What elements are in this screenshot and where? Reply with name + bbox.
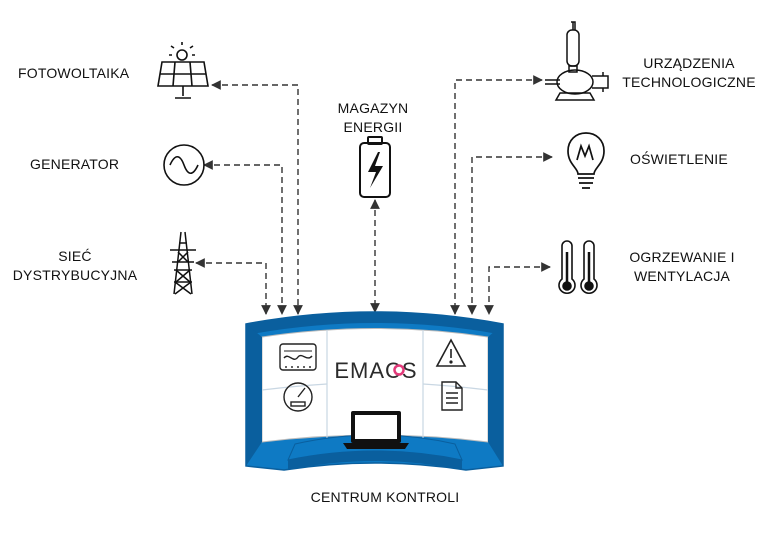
- label-fotowoltaika: FOTOWOLTAIKA: [18, 65, 130, 81]
- light-bulb-icon: [567, 132, 605, 189]
- label-siec-line1: SIEĆ: [58, 248, 92, 264]
- connector-grid: [195, 258, 271, 315]
- label-ogrzewanie-wentylacja: OGRZEWANIE I WENTYLACJA: [622, 248, 742, 286]
- connector-tech: [450, 75, 543, 315]
- warning-icon: [435, 338, 467, 367]
- label-urzadzenia-line1: URZĄDZENIA: [643, 55, 735, 71]
- connector-pv: [211, 80, 303, 315]
- label-urzadzenia-line2: TECHNOLOGICZNE: [622, 74, 756, 90]
- label-magazyn-line2: ENERGII: [343, 119, 403, 135]
- connector-generator: [203, 160, 287, 315]
- transmission-tower-icon: [170, 231, 196, 295]
- pump-equipment-icon: [545, 21, 609, 101]
- solar-panel-icon: [157, 42, 209, 99]
- connector-hvac: [484, 262, 551, 315]
- label-ogrzewanie-line1: OGRZEWANIE I: [629, 249, 735, 265]
- battery-icon: [359, 136, 391, 198]
- label-magazyn-energii: MAGAZYN ENERGII: [318, 99, 428, 137]
- control-center-console: EMACS: [245, 311, 504, 471]
- label-ogrzewanie-line2: WENTYLACJA: [633, 268, 731, 284]
- thermometers-icon: [558, 240, 598, 294]
- laptop-icon: [343, 411, 409, 449]
- label-centrum-kontroli: CENTRUM KONTROLI: [310, 489, 460, 505]
- waveform-gauge-icon: [279, 343, 317, 371]
- document-icon: [441, 381, 463, 411]
- generator-icon: [163, 144, 205, 186]
- emacs-brand: EMACS: [334, 358, 417, 383]
- label-siec-line2: DYSTRYBUCYJNA: [12, 267, 138, 283]
- emacs-logo-dot: [393, 364, 405, 376]
- label-magazyn-line1: MAGAZYN: [337, 100, 409, 116]
- label-urzadzenia-technologiczne: URZĄDZENIA TECHNOLOGICZNE: [614, 54, 764, 92]
- connector-lighting: [467, 152, 553, 315]
- speedometer-icon: [283, 382, 313, 412]
- label-generator: GENERATOR: [30, 156, 120, 172]
- label-siec-dystrybucyjna: SIEĆ DYSTRYBUCYJNA: [10, 247, 140, 285]
- label-oswietlenie: OŚWIETLENIE: [630, 151, 728, 167]
